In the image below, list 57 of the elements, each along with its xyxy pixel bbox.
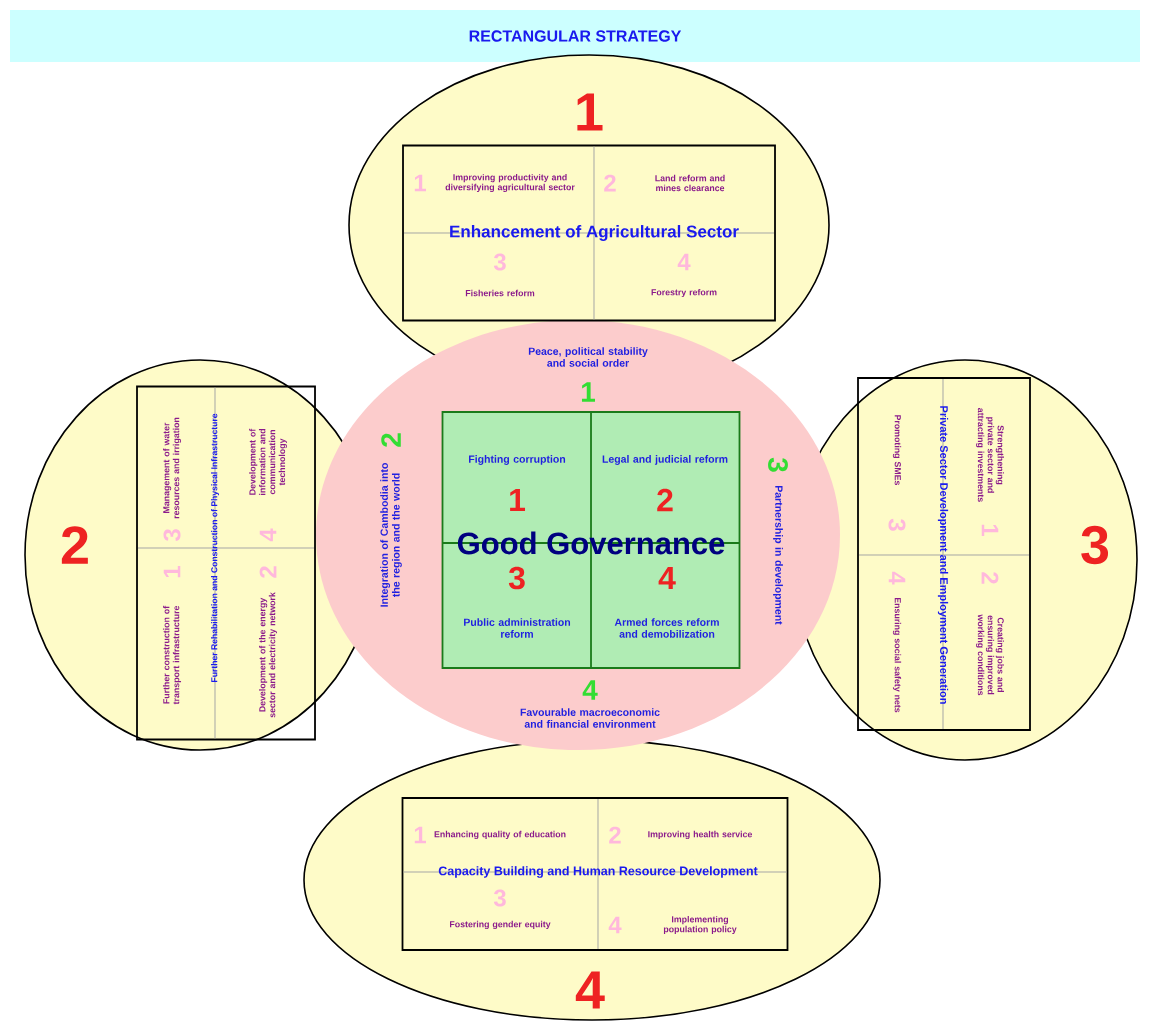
- item-text: Strengthening private sector and attracting investments: [976, 408, 1004, 502]
- item-text: Improving health service: [648, 830, 753, 840]
- box-title: Enhancement of Agricultural Sector: [450, 225, 739, 241]
- item-number: 4: [888, 571, 906, 585]
- condition-text: Integration of Cambodia into the region and the world: [380, 463, 402, 607]
- item-number: 4: [677, 253, 691, 271]
- item-number: 2: [604, 174, 616, 192]
- condition-number: 3: [768, 457, 788, 472]
- item-text: Public administration reform: [464, 618, 570, 638]
- item-number: 3: [163, 529, 181, 542]
- item-number: 2: [657, 488, 673, 512]
- item-number: 1: [981, 524, 999, 536]
- item-number: 2: [609, 826, 621, 844]
- item-text: Fostering gender equity: [450, 920, 551, 930]
- item-text: Implementing population policy: [663, 915, 737, 934]
- item-number: 1: [163, 566, 181, 578]
- item-text: Fighting corruption: [469, 455, 566, 465]
- item-text: Land reform and mines clearance: [655, 174, 725, 192]
- condition-number: 4: [582, 680, 598, 700]
- section-number: 2: [61, 526, 88, 564]
- item-number: 3: [493, 253, 506, 271]
- item-number: 4: [259, 528, 277, 542]
- condition-number: 2: [381, 433, 401, 447]
- condition-text: Partnership in development: [773, 486, 783, 625]
- condition-number: 1: [582, 382, 595, 402]
- item-number: 1: [414, 174, 426, 192]
- item-text: Legal and judicial reform: [602, 455, 728, 465]
- box-title: Further Rehabilitation and Construction of Physical Infrastructure: [211, 413, 219, 682]
- section-number: 3: [1081, 525, 1109, 565]
- item-text: Forestry reform: [651, 288, 717, 298]
- item-number: 3: [888, 518, 906, 531]
- box-title: Private Sector Development and Employment Generation: [937, 406, 949, 704]
- item-text: Further construction of transport infrastructure: [162, 605, 182, 705]
- item-number: 4: [608, 916, 622, 934]
- item-number: 2: [259, 566, 277, 578]
- item-text: Fisheries reform: [465, 289, 535, 297]
- item-text: Promoting SMEs: [892, 415, 902, 486]
- item-text: Creating jobs and ensuring improved working conditions: [976, 614, 1004, 696]
- item-text: Development of the energy sector and electricity network: [258, 592, 278, 718]
- item-text: Ensuring social safety nets: [892, 597, 902, 713]
- condition-text: Favourable macroeconomic and financial environment: [520, 708, 660, 728]
- item-text: Development of information and communication technology: [249, 428, 287, 495]
- section-number: 1: [577, 93, 603, 131]
- item-number: 1: [414, 826, 426, 844]
- item-text: Improving productivity and diversifying agricultural sector: [445, 173, 575, 193]
- item-text: Armed forces reform and demobilization: [614, 618, 719, 638]
- section-number: 4: [575, 971, 605, 1009]
- item-number: 4: [658, 567, 676, 589]
- box-title: Capacity Building and Human Resource Development: [438, 866, 758, 878]
- item-number: 1: [510, 489, 525, 511]
- item-number: 2: [981, 572, 999, 584]
- item-text: Enhancing quality of education: [434, 830, 566, 840]
- item-number: 3: [508, 566, 525, 590]
- item-number: 3: [493, 889, 506, 907]
- condition-text: Peace, political stability and social order: [528, 347, 648, 367]
- title-banner: RECTANGULAR STRATEGY: [10, 10, 1140, 62]
- item-text: Management of water resources and irrigation: [162, 417, 182, 519]
